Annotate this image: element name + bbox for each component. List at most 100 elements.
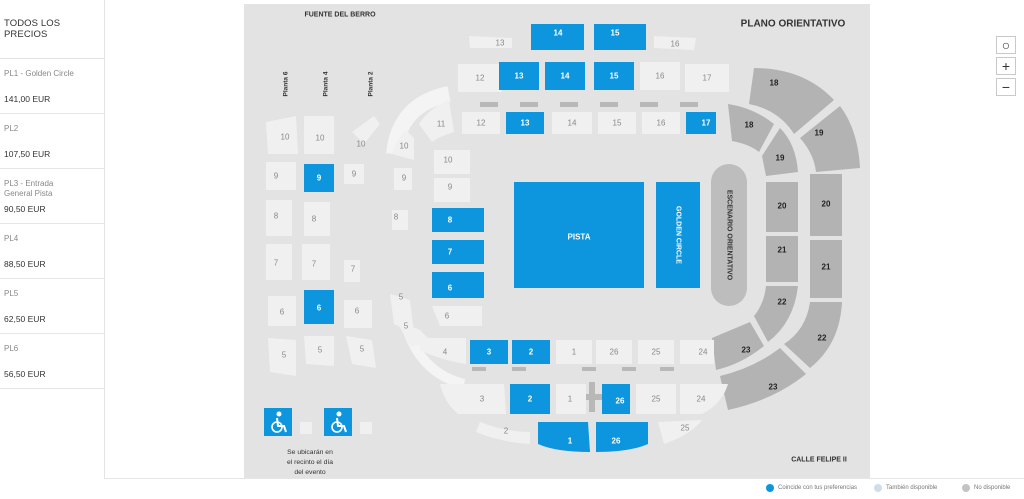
section[interactable]: 7	[266, 244, 292, 280]
section[interactable]: 17	[685, 64, 729, 92]
section[interactable]: 10	[304, 116, 334, 154]
section[interactable]: 20	[766, 182, 798, 232]
section[interactable]: 8	[266, 200, 292, 236]
section[interactable]: 2	[476, 422, 530, 444]
section[interactable]: 21	[766, 236, 798, 282]
section[interactable]: 8	[304, 202, 330, 236]
venue-map[interactable]: 13 14 15 16 12 13 14 15 16 17 11 12 13 1…	[244, 4, 870, 478]
section-label: 24	[699, 348, 708, 357]
section[interactable]: 14	[545, 62, 585, 90]
section[interactable]: 13	[499, 62, 539, 90]
price-tier-pl1[interactable]: PL1 - Golden Circle 141,00 EUR	[0, 59, 104, 114]
section[interactable]: 15	[598, 112, 636, 134]
section[interactable]: 1	[538, 422, 590, 452]
section[interactable]: 18	[749, 68, 834, 134]
price-tier-pl5[interactable]: PL5 62,50 EUR	[0, 279, 104, 334]
section-shape	[720, 348, 806, 410]
section[interactable]: 8	[432, 208, 484, 232]
section[interactable]: 15	[594, 24, 646, 50]
section[interactable]: 1	[556, 384, 586, 414]
section[interactable]: 10	[266, 116, 298, 154]
section[interactable]: 10	[392, 130, 414, 160]
section-label: 26	[616, 397, 625, 406]
section[interactable]: 26	[596, 340, 632, 364]
section[interactable]: 6	[432, 272, 484, 298]
section[interactable]: 17	[686, 112, 716, 134]
section[interactable]: 14	[552, 112, 592, 134]
price-tier-pl4[interactable]: PL4 88,50 EUR	[0, 224, 104, 279]
price-tier-pl3[interactable]: PL3 - Entrada General Pista 90,50 EUR	[0, 169, 104, 224]
section[interactable]: 1	[556, 340, 592, 364]
section-shape	[266, 244, 292, 280]
section[interactable]: 8	[392, 210, 408, 230]
zoom-in-button[interactable]: +	[996, 57, 1016, 75]
section[interactable]: 16	[642, 112, 680, 134]
section[interactable]: 19	[800, 106, 860, 172]
zoom-out-button[interactable]: −	[996, 78, 1016, 96]
section[interactable]: 13	[506, 112, 544, 134]
section[interactable]: 3	[470, 340, 508, 364]
section[interactable]: 25	[658, 420, 702, 444]
section[interactable]: 5	[346, 336, 376, 368]
section[interactable]: 26	[602, 384, 630, 414]
section[interactable]: 25	[638, 340, 674, 364]
section[interactable]: 23	[712, 322, 764, 370]
section[interactable]: 10	[352, 116, 380, 149]
section[interactable]: 10	[434, 150, 470, 174]
tier-name: PL5	[4, 289, 19, 298]
all-prices-tab[interactable]: TODOS LOS PRECIOS	[0, 0, 104, 59]
section[interactable]: 9	[266, 162, 296, 190]
section[interactable]: 9	[304, 164, 334, 192]
section-label: 2	[504, 427, 509, 436]
section[interactable]: 13	[469, 36, 512, 48]
section[interactable]: 23	[720, 348, 806, 410]
section[interactable]: 5	[268, 338, 296, 376]
wheelchair-area-2[interactable]	[324, 408, 352, 436]
section[interactable]: 4	[420, 338, 466, 364]
section[interactable]: 19	[762, 128, 798, 176]
section[interactable]: 7	[302, 244, 330, 280]
section[interactable]: 6	[344, 300, 372, 328]
section-label: 17	[702, 119, 711, 128]
section[interactable]: 6	[432, 306, 482, 326]
section[interactable]: 14	[531, 24, 584, 50]
wheelchair-area-1[interactable]	[264, 408, 292, 436]
section[interactable]: 6	[268, 296, 296, 326]
section[interactable]: 7	[344, 260, 360, 282]
section-shape	[636, 384, 676, 414]
section[interactable]: 5	[304, 336, 334, 366]
section[interactable]: 11	[419, 100, 454, 142]
section[interactable]: 18	[728, 104, 774, 152]
section[interactable]: 5	[390, 293, 414, 335]
section[interactable]: 2	[512, 340, 550, 364]
section[interactable]: 3	[440, 384, 506, 414]
section[interactable]: 16	[640, 62, 680, 90]
legend-available: También disponible	[874, 484, 937, 492]
section[interactable]: 26	[596, 422, 648, 452]
section[interactable]: 9	[434, 178, 470, 202]
section[interactable]: 12	[458, 64, 502, 92]
section[interactable]: 12	[462, 112, 500, 134]
section[interactable]: 21	[810, 240, 842, 298]
section[interactable]: 2	[510, 384, 550, 414]
minus-icon: −	[1001, 79, 1011, 95]
section[interactable]: 22	[784, 302, 842, 368]
section[interactable]: 9	[394, 168, 412, 190]
section[interactable]: 24	[680, 340, 714, 364]
golden-circle-area[interactable]	[656, 182, 700, 288]
section-label: 7	[351, 265, 356, 274]
section[interactable]: 22	[754, 286, 798, 342]
price-tier-pl6[interactable]: PL6 56,50 EUR	[0, 334, 104, 389]
reset-view-button[interactable]: ○	[996, 36, 1016, 54]
section[interactable]: 15	[594, 62, 634, 90]
section[interactable]: 16	[654, 36, 696, 50]
section-shape	[680, 384, 728, 414]
section[interactable]: 7	[432, 240, 484, 264]
section[interactable]: 20	[810, 174, 842, 236]
section[interactable]: 6	[304, 290, 334, 324]
pista-area[interactable]	[514, 182, 644, 288]
price-tier-pl2[interactable]: PL2 107,50 EUR	[0, 114, 104, 169]
section[interactable]: 25	[636, 384, 676, 414]
section[interactable]: 24	[680, 384, 728, 414]
section[interactable]: 9	[344, 164, 364, 184]
